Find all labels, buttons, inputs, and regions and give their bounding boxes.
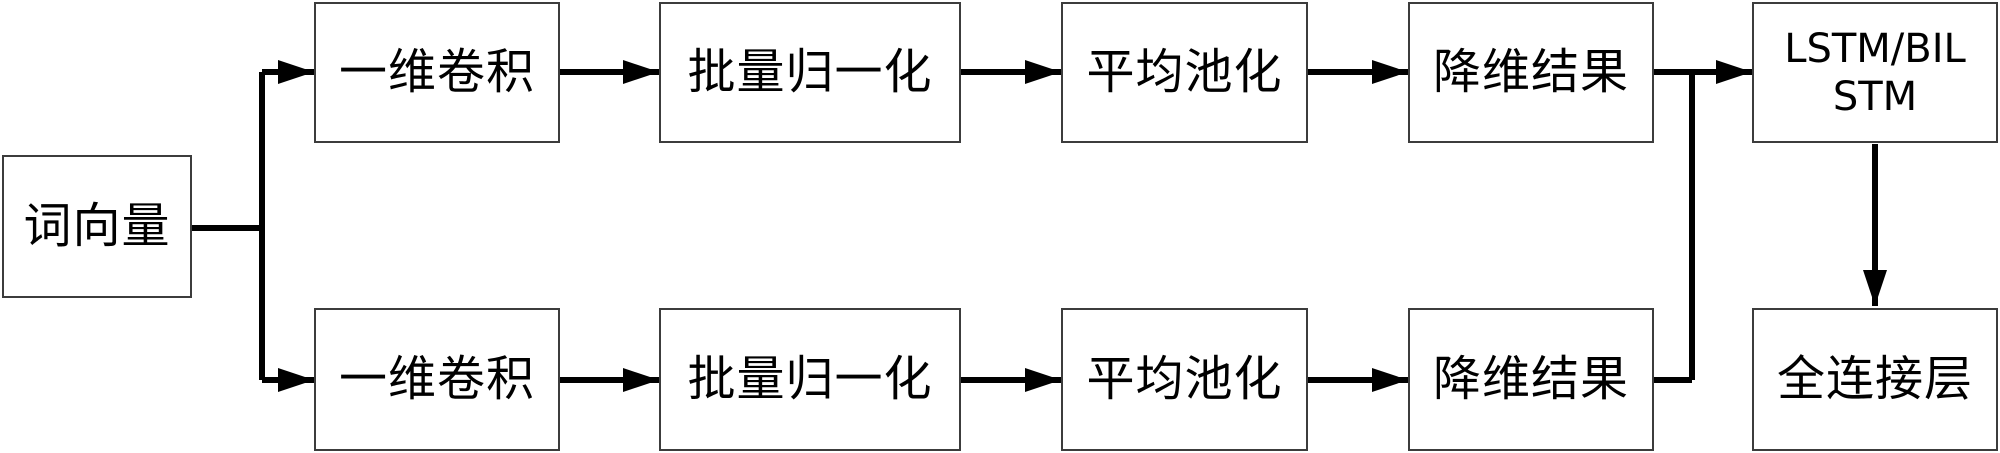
bottom-conv1d-box: 一维卷积	[314, 308, 560, 451]
lstm-bilstm-box: LSTM/BIL STM	[1752, 2, 1998, 143]
top-reduced-box: 降维结果	[1408, 2, 1654, 143]
top-avgpool-box: 平均池化	[1061, 2, 1308, 143]
bottom-reduced-box: 降维结果	[1408, 308, 1654, 451]
word-vector-box: 词向量	[2, 155, 192, 298]
bottom-batchnorm-box: 批量归一化	[659, 308, 961, 451]
fully-connected-box: 全连接层	[1752, 308, 1998, 451]
top-batchnorm-box: 批量归一化	[659, 2, 961, 143]
top-conv1d-box: 一维卷积	[314, 2, 560, 143]
bottom-avgpool-box: 平均池化	[1061, 308, 1308, 451]
